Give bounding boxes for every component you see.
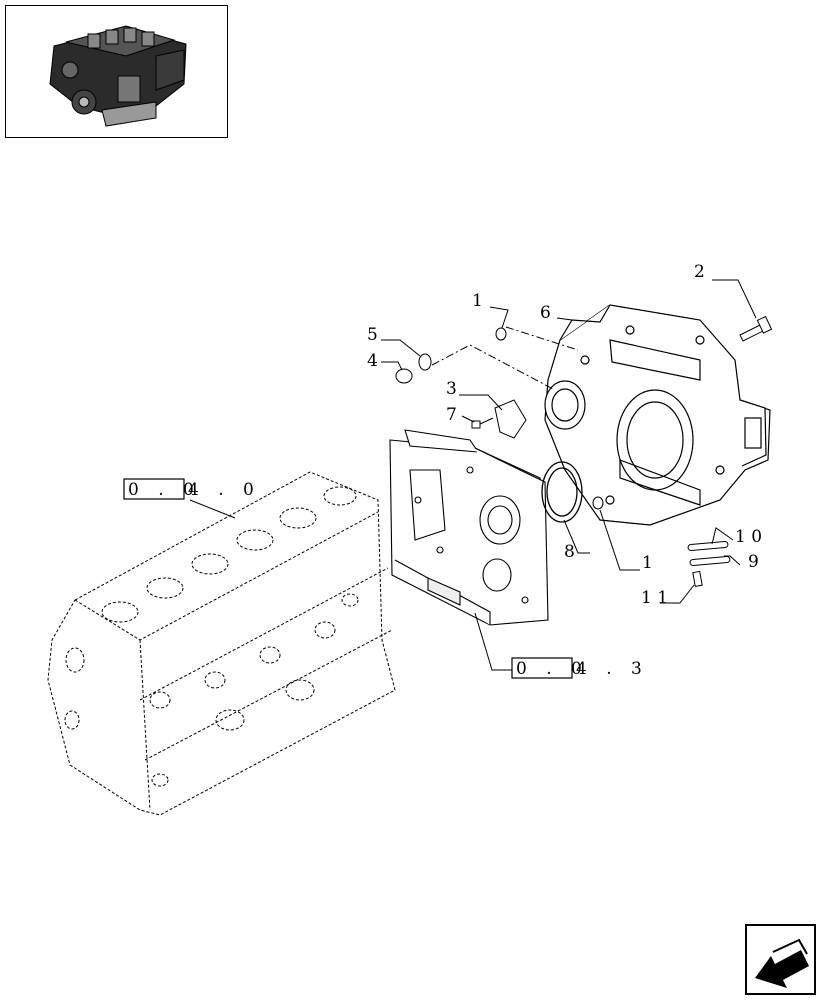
leader-lines: [189, 279, 757, 671]
callout-2: 2: [694, 262, 705, 282]
o-ring-5: [418, 353, 432, 371]
timing-ref-tail: 4 . 3: [576, 659, 649, 679]
block-reference-label: 0 . 0 4 . 0: [123, 478, 261, 500]
engine-block-outline: [47, 471, 396, 816]
timing-case-cover: [389, 429, 549, 626]
block-ref-tail: 4 . 0: [188, 480, 261, 500]
engine-thumbnail: [5, 5, 228, 138]
callout-11: 1 1: [641, 588, 668, 608]
seal-ring-8: [541, 461, 583, 523]
block-ref-boxed: 0 . 0: [128, 480, 201, 500]
gasket-9: [689, 556, 731, 566]
timing-reference-label: 0 . 0 4 . 3: [511, 657, 649, 679]
cover-plate-3: [494, 399, 527, 439]
callout-9: 9: [748, 552, 759, 572]
callout-1-bottom: 1: [642, 553, 653, 573]
bolt-2: [739, 315, 773, 342]
callout-3: 3: [446, 379, 457, 399]
callout-8: 8: [564, 542, 575, 562]
callout-10: 1 0: [735, 527, 762, 547]
plug-1-top: [495, 327, 507, 341]
screw-7: [471, 417, 494, 429]
callout-6: 6: [540, 303, 551, 323]
plug-1-bottom: [592, 496, 604, 510]
callout-4: 4: [367, 351, 378, 371]
callout-7: 7: [446, 405, 457, 425]
assembly-lines: [431, 326, 579, 391]
flywheel-housing: [544, 304, 771, 526]
timing-ref-boxed: 0 . 0: [516, 659, 589, 679]
next-page-button[interactable]: [745, 924, 816, 995]
plug-4: [395, 368, 413, 384]
callout-5: 5: [367, 325, 378, 345]
screw-11: [692, 570, 703, 587]
engine-thumbnail-icon: [49, 25, 187, 127]
next-page-arrow-icon: [755, 938, 809, 988]
gasket-10: [687, 541, 729, 551]
callout-1-top: 1: [472, 291, 483, 311]
